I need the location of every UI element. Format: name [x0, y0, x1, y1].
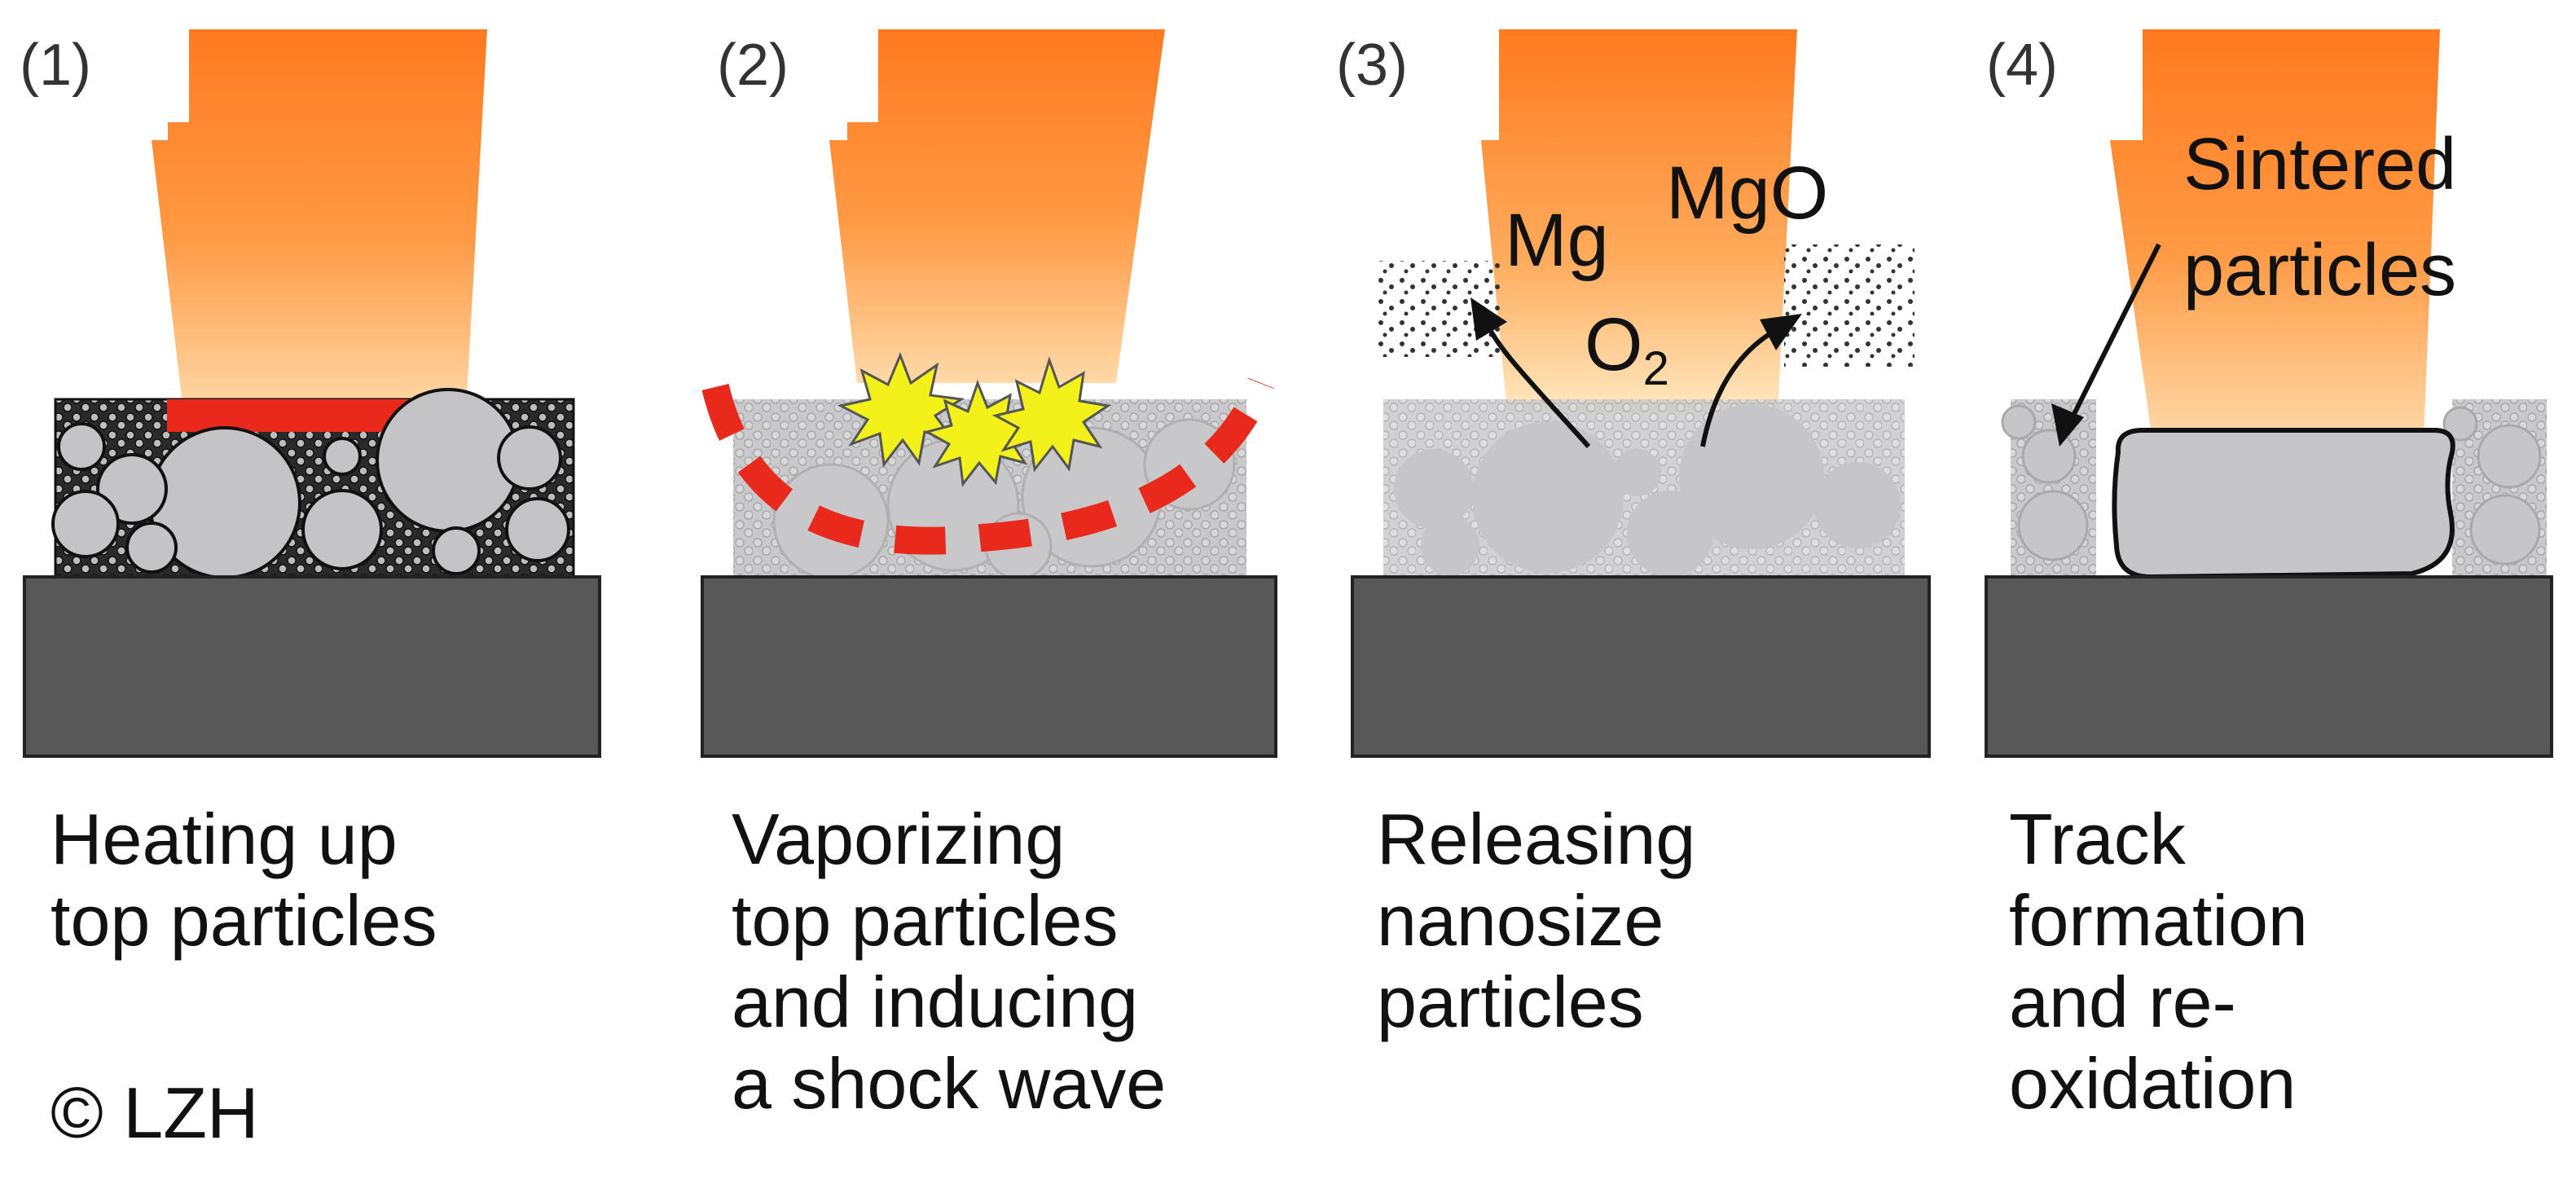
- caption-panel-4: Track formation and re- oxidation: [2009, 799, 2308, 1125]
- panel-3-number: (3): [1336, 33, 1408, 98]
- substrate-4: [1985, 575, 2553, 758]
- panel-2-number: (2): [717, 33, 789, 98]
- caption-line: top particles: [732, 880, 1119, 961]
- caption-line: nanosize: [1377, 880, 1664, 961]
- caption-line: Vaporizing: [732, 799, 1066, 879]
- caption-line: top particles: [51, 880, 437, 961]
- caption-line: Releasing: [1377, 799, 1696, 879]
- laser-beam-3: [1481, 29, 1797, 412]
- panel-1: (1): [20, 29, 601, 758]
- vapor-burst-icon-1: [837, 351, 965, 468]
- laser-beam-2: [829, 29, 1165, 383]
- panel-4-number: (4): [1986, 33, 2058, 98]
- label-sintered-line-1: Sintered: [2183, 124, 2456, 205]
- caption-panel-3: Releasing nanosize particles: [1377, 799, 1695, 1043]
- sintered-pointer-arrowhead: [2051, 403, 2084, 447]
- caption-panel-2: Vaporizing top particles and inducing a …: [732, 799, 1166, 1125]
- caption-line: Track: [2009, 799, 2186, 879]
- caption-line: formation: [2009, 880, 2308, 961]
- vapor-burst-icon-3: [991, 356, 1111, 473]
- side-powder-right: [2442, 399, 2547, 577]
- release-arrow-left-head: [1470, 297, 1507, 341]
- particles-1: [51, 388, 570, 579]
- caption-panel-1: Heating up top particles: [51, 799, 437, 962]
- label-sintered-line-2: particles: [2183, 230, 2456, 311]
- panel-1-number: (1): [20, 33, 91, 98]
- caption-line: and inducing: [732, 962, 1139, 1042]
- label-o2: O2: [1585, 303, 1669, 395]
- substrate-1: [23, 575, 601, 758]
- caption-line: oxidation: [2009, 1043, 2297, 1124]
- release-arrow-right: [1700, 330, 1774, 447]
- vapor-burst-icons: [837, 351, 1111, 487]
- label-mg: Mg: [1505, 199, 1609, 282]
- label-o2-sub: 2: [1643, 342, 1669, 395]
- substrate-2: [701, 575, 1277, 758]
- heated-zone-1: [167, 399, 411, 432]
- release-arrow-left: [1484, 320, 1591, 449]
- caption-line: a shock wave: [732, 1043, 1167, 1124]
- shock-wave: [701, 377, 1274, 555]
- label-mgo: MgO: [1666, 152, 1828, 235]
- copyright-notice: © LZH: [51, 1072, 259, 1153]
- nanoparticle-cloud-right: [1784, 244, 1914, 367]
- panel-4: (4) Sintered particles: [1985, 29, 2553, 758]
- laser-beam-1: [152, 29, 487, 412]
- release-arrow-right-head: [1760, 314, 1802, 350]
- panel-2: (2): [701, 29, 1277, 758]
- laser-beam-4: [2110, 29, 2440, 440]
- panel-3: (3) Mg MgO O2: [1336, 29, 1931, 758]
- substrate-3: [1351, 575, 1931, 758]
- sintered-track: [2112, 428, 2455, 580]
- particles-3: [1394, 404, 1901, 577]
- caption-line: and re-: [2009, 962, 2236, 1042]
- side-powder-left: [2001, 399, 2096, 577]
- caption-line: particles: [1377, 962, 1644, 1042]
- label-o2-main: O: [1585, 303, 1643, 386]
- sintered-pointer-arrow: [2067, 243, 2161, 425]
- caption-line: Heating up: [51, 799, 398, 879]
